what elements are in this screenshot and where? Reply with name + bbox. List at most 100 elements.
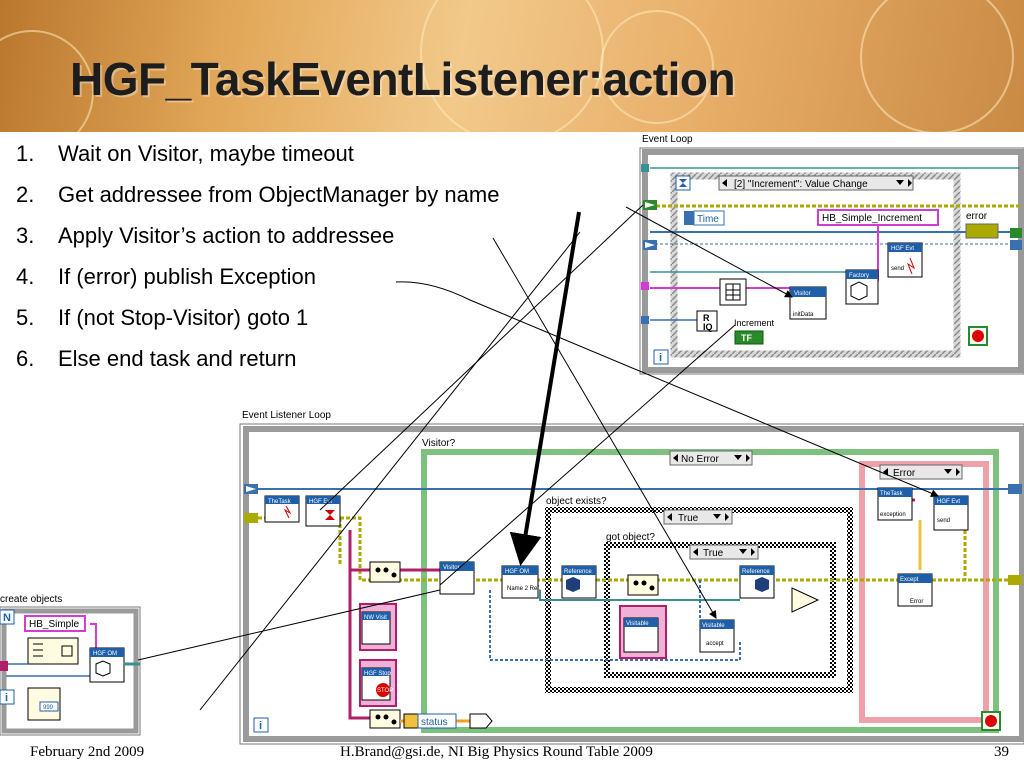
chevron-down-icon <box>739 549 747 554</box>
slide-title: HGF_TaskEventListener:action <box>70 53 736 105</box>
time-node <box>693 210 725 226</box>
step-number: 1. <box>16 141 35 166</box>
case-next-icon <box>956 468 960 476</box>
send-label: send <box>937 518 950 524</box>
init-data-label: initData <box>793 312 814 318</box>
true-selector[interactable] <box>663 509 733 525</box>
cube-icon <box>755 577 769 592</box>
tunnel <box>641 282 649 290</box>
hgf-evt-send-header-label: HGF Evt <box>937 499 960 505</box>
send-icon <box>906 257 916 275</box>
iteration-terminal <box>253 717 269 733</box>
hourglass-icon <box>679 179 687 187</box>
stop-sign-label: STOP <box>377 688 393 694</box>
tunnel <box>244 513 258 523</box>
time-node-handle <box>684 211 696 225</box>
case-prev-icon <box>667 513 672 521</box>
true-selector[interactable] <box>689 544 759 560</box>
shift-register-right <box>1008 484 1022 494</box>
increment-label: Increment <box>734 318 775 328</box>
tunnel <box>641 164 649 172</box>
true-selector-label: True <box>678 513 699 524</box>
except-header-label: Except <box>900 577 919 583</box>
arrow-create-link <box>199 231 581 711</box>
visitor-case-label: Visitor? <box>422 438 456 449</box>
hgf-evt-header-label: HGF Evt <box>891 246 914 252</box>
arrow-step2-to-visitor-init <box>625 206 793 298</box>
hgf-evt-wait-header <box>306 496 340 504</box>
tunnel <box>0 661 8 671</box>
case-prev-icon <box>673 454 678 462</box>
no-error-selector[interactable] <box>669 450 753 466</box>
case-prev-icon <box>722 179 727 187</box>
select-node <box>791 587 820 613</box>
step-item: 4.If (error) publish Exception <box>16 264 499 305</box>
the-task-header-label: TheTask <box>268 499 292 505</box>
title-banner <box>0 0 1024 132</box>
annotation-arrows <box>137 204 939 711</box>
iteration-label: i <box>5 692 8 704</box>
nw-visit-label: NW Visit <box>364 615 387 621</box>
send-label: send <box>891 266 904 272</box>
step-text: If (error) publish Exception <box>58 264 316 289</box>
cube-icon <box>850 281 868 301</box>
chevron-down-icon <box>944 469 952 474</box>
visitor-init-header <box>790 287 826 297</box>
chevron-down-icon <box>713 514 721 519</box>
hgf-stop-label: HGF Stop <box>364 671 391 677</box>
case-next-icon <box>725 513 729 521</box>
arrow-om-link <box>137 589 441 661</box>
chevron-down-icon <box>896 180 904 185</box>
string-constant <box>24 615 86 632</box>
step-text: If (not Stop-Visitor) goto 1 <box>58 305 309 330</box>
step-text: Get addressee from ObjectManager by name <box>58 182 500 207</box>
visitor-ref-wire <box>489 590 741 661</box>
numeric-constant <box>39 701 59 712</box>
string-constant <box>817 209 939 226</box>
no-error-selector-label: No Error <box>681 454 719 465</box>
true-selector-label: True <box>703 548 724 559</box>
svg-text:IQ: IQ <box>703 322 713 332</box>
step-text: Wait on Visitor, maybe timeout <box>58 141 354 166</box>
banner-ornament-ring <box>0 30 94 132</box>
shift-register-right <box>1008 575 1022 585</box>
index-wire <box>6 663 90 677</box>
count-terminal <box>0 609 15 625</box>
status-arrow <box>403 713 419 729</box>
iteration-label: i <box>259 720 262 732</box>
listener-loop-diagram: Visitor? No Error object exists? True go… <box>239 423 1024 745</box>
stop-sign-icon <box>376 683 390 697</box>
hgf-om-header-label: HGF OM <box>505 569 529 575</box>
string-constant-label: HB_Simple <box>29 619 79 630</box>
array-node <box>27 637 79 665</box>
except-error-label: Error <box>910 599 923 605</box>
error-case-structure <box>859 461 989 723</box>
accept-label: accept <box>706 641 724 647</box>
cube-icon <box>566 577 580 592</box>
steps-list: 1. Wait on Visitor, maybe timeout 2. Get a… <box>16 141 499 387</box>
visitable-header-label: Visitable <box>626 621 649 627</box>
name2ref-label: Name 2 Ref. <box>507 586 541 592</box>
step-item: 3.Apply Visitor’s action to addressee <box>16 223 499 264</box>
arrow-visitor-link <box>439 324 736 586</box>
exception-label: exception <box>880 512 906 518</box>
visitable-accept-header-label: Visitable <box>702 623 725 629</box>
step-number: 6. <box>16 346 35 371</box>
step-number: 2. <box>16 182 35 207</box>
case-next-icon <box>751 548 755 556</box>
footer-page-number: 39 <box>994 744 1009 760</box>
banner-ornament-ring <box>600 10 714 124</box>
object-ref-wire <box>539 590 740 601</box>
iteration-label: i <box>659 352 662 364</box>
cluster-icon <box>725 283 741 301</box>
step-number: 3. <box>16 223 35 248</box>
factory-header <box>846 270 878 279</box>
hourglass-icon <box>325 510 335 520</box>
arrow-step3-to-accept <box>492 237 717 619</box>
create-objects-diagram: N HB_Simple HGF OM i 999 <box>0 606 141 736</box>
arrow-step4-to-send <box>395 281 939 497</box>
error-label: error <box>966 211 988 222</box>
event-case-selector-label: [2] "Increment": Value Change <box>734 179 868 190</box>
event-case-selector[interactable] <box>718 175 914 191</box>
